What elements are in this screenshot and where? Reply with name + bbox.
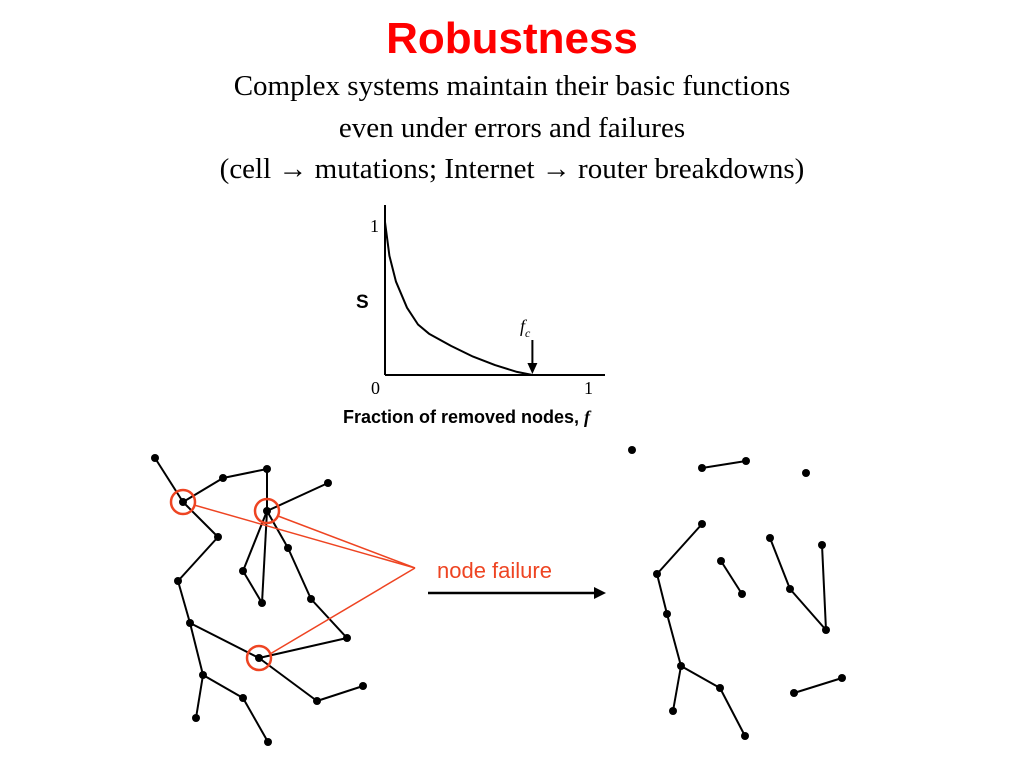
network-edge [242, 697, 269, 743]
network-node [698, 520, 706, 528]
network-node [741, 732, 749, 740]
network-edge [769, 537, 791, 590]
network-node [669, 707, 677, 715]
network-node [255, 654, 263, 662]
network-node [716, 684, 724, 692]
network-node [742, 457, 750, 465]
network-edge [656, 573, 668, 615]
network-node [239, 567, 247, 575]
network-node [818, 541, 826, 549]
network-node [192, 714, 200, 722]
network-edge [719, 687, 746, 737]
failed-node-ring [169, 488, 197, 516]
x-tick-label: 0 [371, 378, 380, 398]
network-edge [672, 665, 682, 712]
network-node [766, 534, 774, 542]
network-edge [154, 457, 184, 503]
fc-label: f [520, 316, 528, 336]
network-node [738, 590, 746, 598]
arrow-icon: → [541, 153, 571, 185]
failed-node-ring [253, 497, 281, 525]
network-node [313, 697, 321, 705]
network-node [199, 671, 207, 679]
network-node [219, 474, 227, 482]
network-node [263, 465, 271, 473]
x-axis-label-text: Fraction of removed nodes, [343, 407, 584, 427]
subtitle-line-1: Complex systems maintain their basic fun… [233, 70, 791, 102]
network-edge [182, 477, 224, 503]
subtitle-line-3: (cell → mutations; Internet → router bre… [0, 153, 1024, 186]
network-node [698, 464, 706, 472]
network-node [186, 619, 194, 627]
network-node [677, 662, 685, 670]
network-edge [258, 637, 348, 659]
network-node [822, 626, 830, 634]
network-node [653, 570, 661, 578]
network-node [663, 610, 671, 618]
network-edge [177, 580, 191, 624]
subtitle-line-3-pre: (cell [219, 153, 279, 185]
node-failure-label: node failure [437, 558, 552, 583]
arrow-icon: → [278, 153, 308, 185]
network-edge [189, 622, 204, 676]
network-edge [789, 588, 827, 631]
network-node [343, 634, 351, 642]
network-edge [202, 674, 244, 699]
network-node [802, 469, 810, 477]
network-node [264, 738, 272, 746]
failure-pointer-line [269, 567, 416, 655]
network-node [307, 595, 315, 603]
network-node [174, 577, 182, 585]
fc-annotation: fc [520, 316, 531, 340]
network-node [214, 533, 222, 541]
failure-arrow-head [594, 587, 606, 599]
network-edge [242, 510, 268, 572]
network-edge [242, 570, 263, 604]
network-node [258, 599, 266, 607]
network-node [284, 544, 292, 552]
network-edge [266, 482, 329, 512]
subtitle-line-3-mid: mutations; Internet [307, 153, 542, 185]
network-node [179, 498, 187, 506]
network-node [838, 674, 846, 682]
network-edge [195, 674, 204, 719]
network-edge [793, 677, 843, 694]
network-edge [182, 501, 219, 538]
failure-pointer-line [193, 504, 416, 569]
slide-title: Robustness [386, 14, 638, 63]
failure-pointer-line [277, 515, 416, 569]
network-node [790, 689, 798, 697]
network-edge [666, 613, 682, 667]
x-axis-label-var: f [584, 407, 592, 427]
network-edge [177, 536, 219, 582]
network-node [151, 454, 159, 462]
subtitle-line-3-post: router breakdowns) [570, 153, 805, 185]
network-edge [680, 665, 721, 689]
network-node [239, 694, 247, 702]
fc-subscript: c [525, 326, 531, 340]
network-node [717, 557, 725, 565]
network-edge [821, 544, 827, 631]
y-tick-label: 1 [370, 216, 379, 236]
network-node [786, 585, 794, 593]
network-edge [222, 468, 268, 479]
network-node [628, 446, 636, 454]
network-edge [701, 460, 747, 469]
network-edge [316, 685, 364, 702]
subtitle-line-2: even under errors and failures [338, 112, 686, 144]
network-node [263, 507, 271, 515]
fc-arrow-head [527, 363, 538, 374]
network-node [324, 479, 332, 487]
failed-node-ring [245, 644, 273, 672]
y-axis-label: S [356, 292, 369, 313]
network-edge [287, 547, 312, 600]
network-edge [720, 560, 743, 595]
network-node [359, 682, 367, 690]
network-edge [656, 523, 703, 575]
x-tick-label: 1 [584, 378, 593, 398]
series-line [384, 221, 605, 376]
x-axis-label: Fraction of removed nodes, f [343, 407, 592, 427]
